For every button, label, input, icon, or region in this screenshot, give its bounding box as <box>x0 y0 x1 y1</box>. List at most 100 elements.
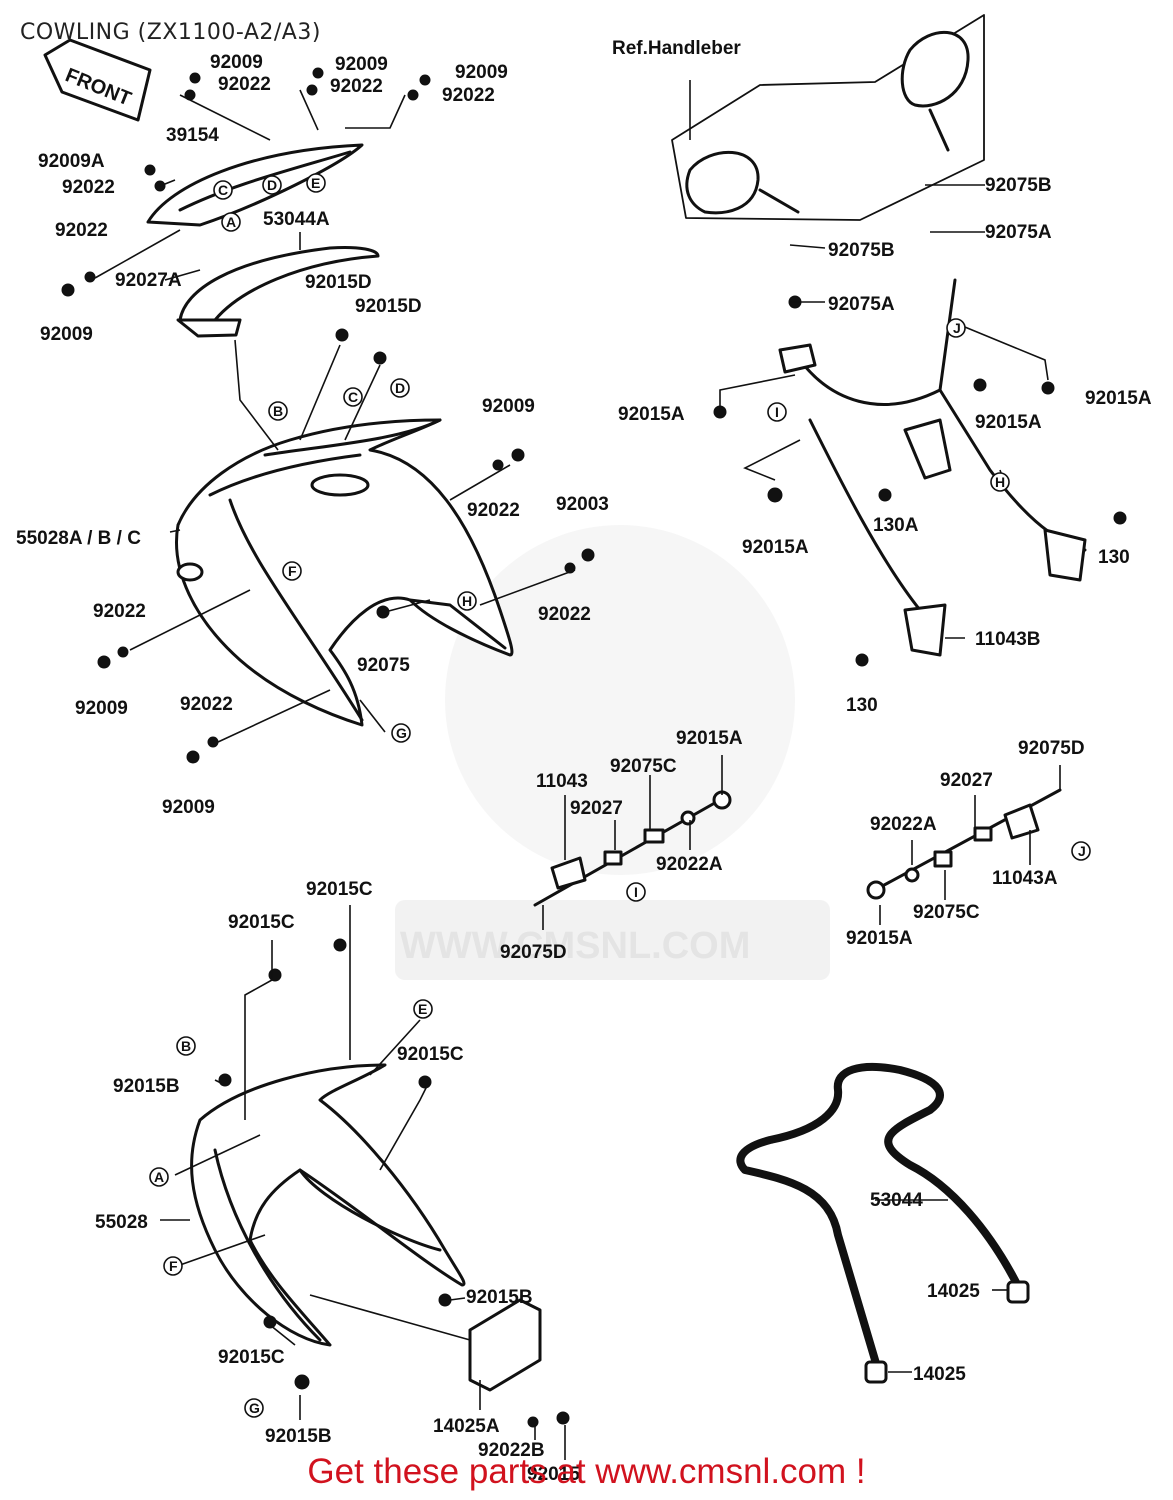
callout-letters: A C D E B C D F H G J I H I J E B A F G <box>149 173 1091 1418</box>
watermark-logo: WWW.CMSNL.COM <box>395 525 830 980</box>
callout-c: C <box>213 180 233 200</box>
svg-text:H: H <box>995 474 1005 490</box>
label-92015A: 92015A <box>676 728 743 749</box>
front-marker: FRONT <box>43 38 152 122</box>
label-92022: 92022 <box>180 694 233 715</box>
svg-text:A: A <box>154 1169 164 1185</box>
label-92009: 92009 <box>40 324 93 345</box>
label-92075B: 92075B <box>985 175 1052 196</box>
label-92022: 92022 <box>467 500 520 521</box>
watermark-text: WWW.CMSNL.COM <box>400 925 750 967</box>
label-92027A: 92027A <box>115 270 182 291</box>
svg-text:I: I <box>775 404 779 420</box>
svg-text:E: E <box>311 175 320 191</box>
part-labels: 92009 92022 92009 92022 92009 92022 3915… <box>16 38 1152 1485</box>
hardware-stack-right <box>866 788 1062 900</box>
callout-g: G <box>244 1398 264 1418</box>
label-92022A: 92022A <box>656 854 723 875</box>
label-92009: 92009 <box>210 52 263 73</box>
svg-text:G: G <box>396 725 407 741</box>
callout-e: E <box>306 173 326 193</box>
label-ref-handleber: Ref.Handleber <box>612 38 741 59</box>
label-92015C: 92015C <box>218 1347 285 1368</box>
label-92022B: 92022B <box>478 1440 545 1461</box>
label-92015A: 92015A <box>846 928 913 949</box>
label-53044: 53044 <box>870 1190 923 1211</box>
label-11043B: 11043B <box>975 629 1041 650</box>
callout-i: I <box>767 402 787 422</box>
fasteners <box>61 67 1127 1428</box>
label-92015A: 92015A <box>618 404 685 425</box>
svg-text:C: C <box>218 182 228 198</box>
label-92003: 92003 <box>556 494 609 515</box>
callout-d: D <box>262 175 282 195</box>
hose-53044 <box>736 1063 1030 1384</box>
label-92015: 92015 <box>527 1464 580 1485</box>
label-14025A: 14025A <box>433 1416 500 1437</box>
callout-e: E <box>413 999 433 1019</box>
callout-a: A <box>149 1167 169 1187</box>
callout-b: B <box>268 401 288 421</box>
label-53044A: 53044A <box>263 209 330 230</box>
label-92015C: 92015C <box>228 912 295 933</box>
label-92009A: 92009A <box>38 151 105 172</box>
label-92027: 92027 <box>940 770 993 791</box>
label-92022: 92022 <box>442 85 495 106</box>
label-130A: 130A <box>873 515 919 536</box>
svg-text:D: D <box>267 177 277 193</box>
svg-text:C: C <box>348 389 358 405</box>
label-92009: 92009 <box>162 797 215 818</box>
label-92015B: 92015B <box>466 1287 533 1308</box>
callout-h: H <box>990 472 1010 492</box>
label-14025: 14025 <box>913 1364 966 1385</box>
label-92015C: 92015C <box>397 1044 464 1065</box>
label-92015A: 92015A <box>742 537 809 558</box>
mirror-bracket <box>671 14 1087 657</box>
label-92075C: 92075C <box>913 902 980 923</box>
callout-c: C <box>343 387 363 407</box>
svg-text:F: F <box>169 1258 178 1274</box>
label-92075B: 92075B <box>828 240 895 261</box>
page-title: COWLING (ZX1100-A2/A3) <box>20 20 321 45</box>
label-92015C: 92015C <box>306 879 373 900</box>
label-92009: 92009 <box>75 698 128 719</box>
lower-cowl-55028 <box>190 1063 542 1392</box>
svg-text:J: J <box>953 320 961 336</box>
callout-a: A <box>221 212 241 232</box>
callout-g: G <box>391 723 411 743</box>
label-39154: 39154 <box>166 125 219 146</box>
label-92009: 92009 <box>335 54 388 75</box>
label-92075C: 92075C <box>610 756 677 777</box>
hardware-stack-left <box>533 790 732 907</box>
label-92022: 92022 <box>330 76 383 97</box>
svg-text:D: D <box>395 380 405 396</box>
callout-b: B <box>176 1036 196 1056</box>
callout-j: J <box>946 318 966 338</box>
label-92015A: 92015A <box>975 412 1042 433</box>
upper-cowl-55028ABC <box>175 418 514 727</box>
svg-text:B: B <box>273 403 283 419</box>
label-55028: 55028 <box>95 1212 148 1233</box>
svg-text:F: F <box>288 563 297 579</box>
label-92075A: 92075A <box>828 294 895 315</box>
callout-j: J <box>1071 841 1091 861</box>
cta-link[interactable]: Get these parts at www.cmsnl.com ! <box>307 1452 866 1491</box>
callout-f: F <box>163 1256 183 1276</box>
label-130: 130 <box>1098 547 1130 568</box>
label-92022A: 92022A <box>870 814 937 835</box>
callout-f: F <box>282 561 302 581</box>
label-92027: 92027 <box>570 798 623 819</box>
callout-i: I <box>626 882 646 902</box>
label-92022: 92022 <box>93 601 146 622</box>
label-55028ABC: 55028A / B / C <box>16 528 141 549</box>
label-92075: 92075 <box>357 655 410 676</box>
svg-text:H: H <box>462 593 472 609</box>
callout-h: H <box>457 591 477 611</box>
label-92015B: 92015B <box>265 1426 332 1447</box>
label-92022: 92022 <box>218 74 271 95</box>
trim-53044A <box>176 246 380 338</box>
label-92015D: 92015D <box>305 272 372 293</box>
label-92022: 92022 <box>55 220 108 241</box>
label-92022: 92022 <box>62 177 115 198</box>
label-92015A: 92015A <box>1085 388 1152 409</box>
